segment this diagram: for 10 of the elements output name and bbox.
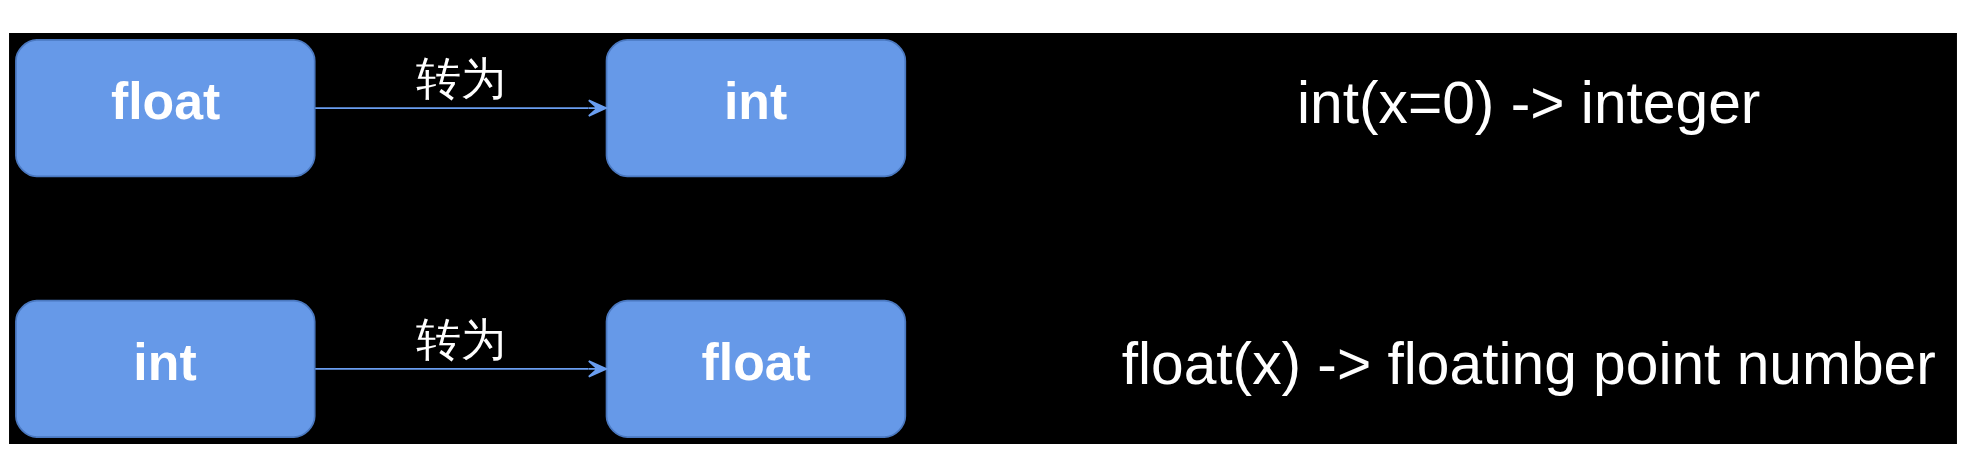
edge-label: 转为 xyxy=(415,52,506,104)
label: float(x) -> floating point number xyxy=(1121,330,1936,396)
node-box: float xyxy=(15,38,316,177)
node-box: int xyxy=(15,299,316,438)
node-box: float xyxy=(605,299,907,438)
node-box: int xyxy=(605,38,907,177)
label: int(x=0) -> integer xyxy=(1297,69,1761,135)
arrow xyxy=(314,99,607,117)
arrow xyxy=(314,359,607,377)
edge-label: 转为 xyxy=(415,313,506,365)
